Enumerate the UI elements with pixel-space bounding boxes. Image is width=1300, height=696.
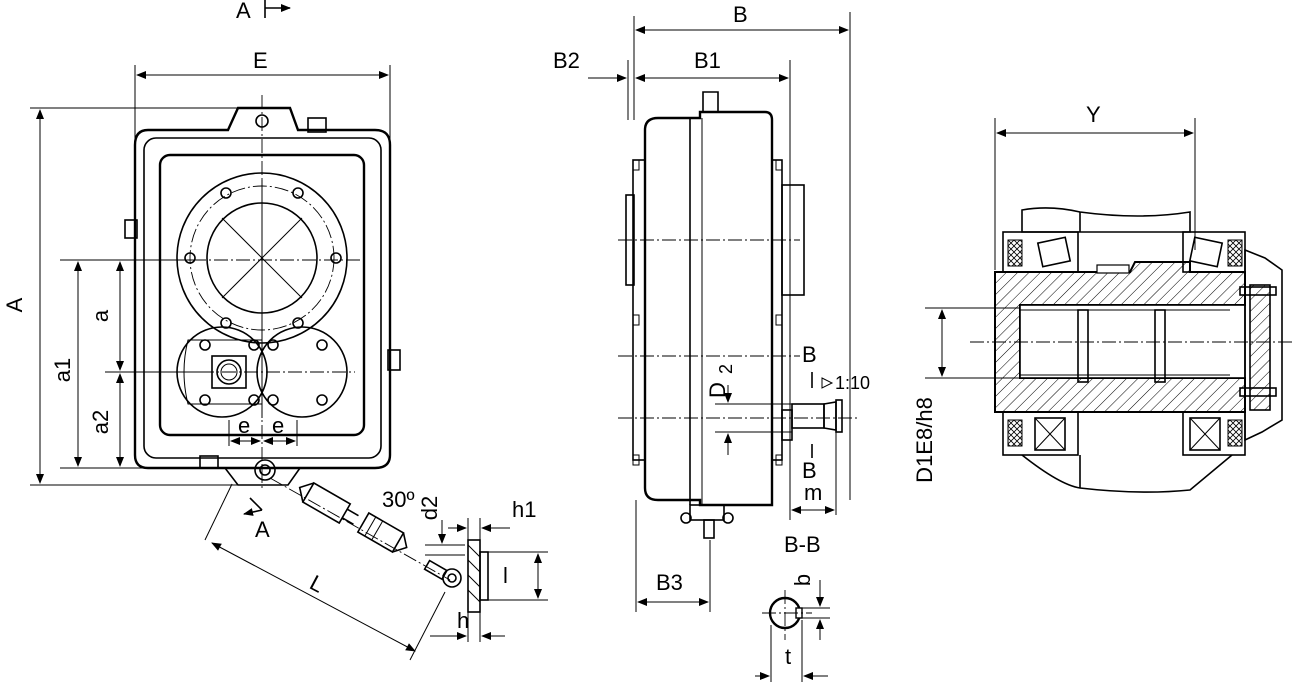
- label-A-top: A: [236, 0, 251, 23]
- input-flange: [176, 326, 348, 418]
- label-B-mark-bottom: B: [802, 458, 817, 483]
- dim-B3: B3: [635, 500, 711, 612]
- label-B2: B2: [553, 48, 580, 73]
- label-L: L: [306, 570, 329, 598]
- housing-side: [618, 91, 860, 539]
- label-d2: d2: [417, 496, 442, 520]
- section-marker-bottom: A: [243, 497, 270, 542]
- label-h1: h1: [512, 497, 536, 522]
- dim-h: h: [430, 608, 505, 642]
- dim-e: e e: [228, 413, 298, 446]
- label-l: l: [503, 563, 508, 588]
- label-B: B: [733, 2, 748, 27]
- dim-a2: a2: [88, 373, 124, 467]
- label-m: m: [804, 480, 822, 505]
- side-view: B B2 B1: [553, 2, 870, 682]
- dim-h1: h1: [448, 497, 536, 540]
- label-30-deg: 30º: [382, 487, 415, 512]
- label-a: a: [88, 309, 113, 322]
- label-A-left: A: [2, 297, 27, 312]
- section-B-marks: B 1:10 B: [802, 342, 870, 483]
- label-b: b: [790, 574, 815, 586]
- label-A-bottom: A: [255, 517, 270, 542]
- dim-E: E: [134, 48, 391, 140]
- label-B1: B1: [694, 48, 721, 73]
- label-B-mark-top: B: [802, 342, 817, 367]
- output-flange: [176, 172, 348, 344]
- label-h: h: [457, 608, 469, 633]
- dim-D2: D 2: [705, 364, 792, 455]
- label-D2: D: [705, 382, 730, 398]
- dim-a1: a1: [50, 259, 220, 469]
- label-D1: D1E8/h8: [912, 397, 937, 483]
- label-D2-sub: 2: [716, 364, 736, 374]
- dim-D1: D1E8/h8: [912, 307, 1020, 483]
- label-BB: B-B: [784, 532, 821, 557]
- torque-arm: 30º d2: [269, 477, 489, 613]
- label-a2: a2: [88, 410, 113, 434]
- label-Y: Y: [1086, 102, 1101, 127]
- section-BB: B-B b t: [755, 532, 830, 682]
- section-view: Y: [912, 102, 1295, 493]
- dim-B: B: [633, 2, 851, 500]
- dim-B1-B2: B2 B1: [553, 48, 791, 520]
- dim-Y: Y: [994, 102, 1196, 270]
- gearbox-housing: [124, 95, 401, 488]
- dim-m: m: [791, 432, 837, 515]
- label-E: E: [253, 48, 268, 73]
- label-t: t: [785, 644, 791, 669]
- dim-A-left: A: [2, 107, 240, 486]
- label-e-right: e: [272, 413, 284, 438]
- label-a1: a1: [50, 358, 75, 382]
- label-taper: 1:10: [835, 373, 870, 393]
- dim-l: l: [488, 551, 548, 601]
- label-B3: B3: [656, 570, 683, 595]
- front-view: A E A a1 a: [2, 0, 548, 661]
- label-e-left: e: [238, 413, 250, 438]
- section-marker-top: A: [236, 0, 291, 23]
